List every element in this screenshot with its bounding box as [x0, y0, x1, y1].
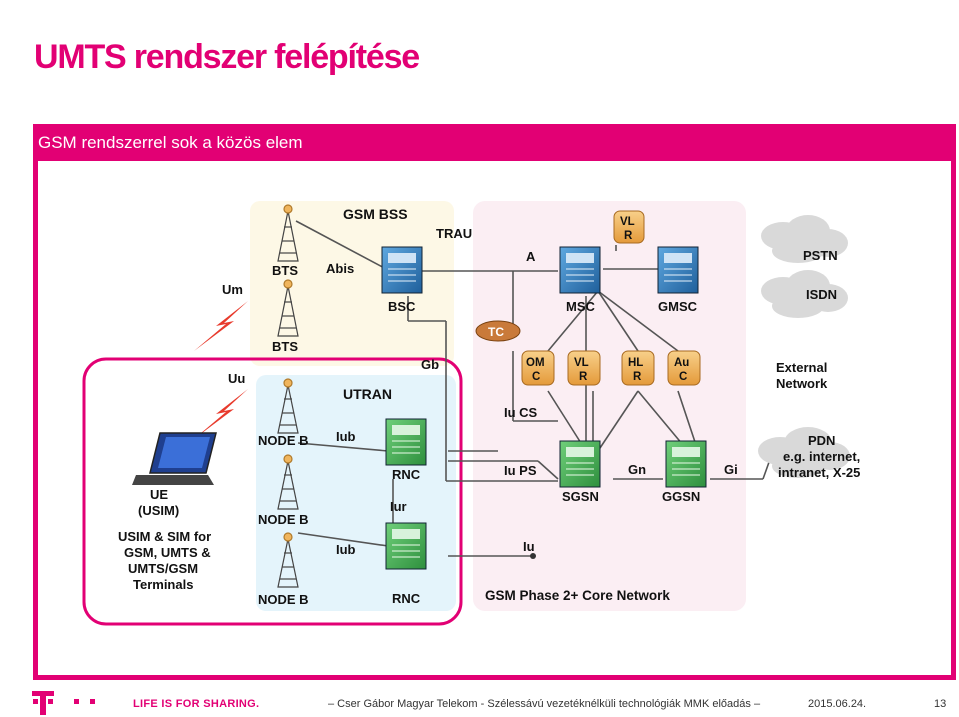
interface-uu: Uu — [228, 371, 245, 386]
vlr-top-label-2: R — [624, 230, 633, 242]
interface-a: A — [526, 249, 536, 264]
hlr-label-2: R — [633, 371, 642, 383]
pdn-label-3: intranet, X-25 — [778, 465, 860, 480]
pstn-isdn-cloud — [761, 215, 848, 318]
panel-header: GSM rendszerrel sok a közös elem — [38, 133, 303, 152]
rnc-label-1: RNC — [392, 467, 421, 482]
tc-label: TC — [488, 325, 504, 339]
rnc-node-2 — [385, 522, 427, 570]
interface-iu-ps: Iu PS — [504, 463, 537, 478]
node-b-label-3: NODE B — [258, 592, 309, 607]
ue-label-1: UE — [150, 487, 168, 502]
core-network-region — [473, 201, 746, 611]
laptop-icon — [132, 432, 217, 485]
iu-junction-dot — [530, 553, 536, 559]
node-b-tower-1 — [277, 378, 299, 434]
sgsn-node — [559, 440, 601, 488]
node-b-tower-3 — [277, 532, 299, 588]
auc-label-1: Au — [674, 357, 689, 369]
page-title: UMTS rendszer felépítése — [34, 38, 420, 76]
interface-gi: Gi — [724, 462, 738, 477]
um-lightning-icon — [194, 301, 248, 351]
vlr-top-label-1: VL — [620, 216, 635, 228]
terminals-label-2: GSM, UMTS & — [124, 545, 211, 560]
gsm-bss-label: GSM BSS — [343, 206, 408, 222]
terminals-label-3: UMTS/GSM — [128, 561, 198, 576]
bts-tower-1 — [277, 204, 299, 262]
msc-node — [559, 246, 601, 294]
ue-label-2: (USIM) — [138, 503, 179, 518]
auc-label-2: C — [679, 371, 687, 383]
sgsn-label: SGSN — [562, 489, 599, 504]
pdn-label-2: e.g. internet, — [783, 449, 860, 464]
footer-slogan: LIFE IS FOR SHARING. — [133, 698, 260, 710]
vlr-label-1: VL — [574, 357, 589, 369]
auc-db — [667, 350, 701, 386]
msc-label: MSC — [566, 299, 596, 314]
terminals-label-1: USIM & SIM for — [118, 529, 211, 544]
interface-abis: Abis — [326, 261, 354, 276]
external-network-label-2: Network — [776, 376, 828, 391]
gmsc-node — [657, 246, 699, 294]
vlr-top-db — [613, 210, 645, 244]
bts-label-2: BTS — [272, 339, 298, 354]
umts-architecture-diagram: GSM BSS UTRAN GSM Phase 2+ Core Network … — [82, 201, 860, 626]
rnc-label-2: RNC — [392, 591, 421, 606]
telekom-logo-icon — [32, 691, 95, 715]
panel-body: GSM BSS UTRAN GSM Phase 2+ Core Network … — [38, 161, 951, 675]
core-network-label: GSM Phase 2+ Core Network — [485, 588, 670, 603]
node-b-tower-2 — [277, 454, 299, 510]
interface-iu: Iu — [523, 539, 535, 554]
ggsn-label: GGSN — [662, 489, 700, 504]
pstn-label: PSTN — [803, 248, 838, 263]
isdn-label: ISDN — [806, 287, 837, 302]
interface-iur: Iur — [390, 499, 407, 514]
footer-presentation-info: – Cser Gábor Magyar Telekom - Szélessávú… — [328, 698, 761, 710]
omc-db — [521, 350, 555, 386]
node-b-label-2: NODE B — [258, 512, 309, 527]
hlr-label-1: HL — [628, 357, 643, 369]
hlr-db — [621, 350, 655, 386]
interface-iub-1: Iub — [336, 429, 356, 444]
bsc-node — [381, 246, 423, 294]
omc-label-1: OM — [526, 357, 545, 369]
ue-highlight-frame — [82, 357, 463, 626]
vlr-label-2: R — [579, 371, 588, 383]
vlr-db — [567, 350, 601, 386]
ggsn-node — [665, 440, 707, 488]
terminals-label-4: Terminals — [133, 577, 193, 592]
content-panel: GSM rendszerrel sok a közös elem — [33, 124, 956, 680]
utran-region — [256, 375, 456, 611]
interface-iu-cs: Iu CS — [504, 405, 538, 420]
footer-date: 2015.06.24. — [808, 698, 867, 710]
interface-iub-2: Iub — [336, 542, 356, 557]
interface-gn: Gn — [628, 462, 646, 477]
rnc-node-1 — [385, 418, 427, 466]
bts-tower-2 — [277, 279, 299, 337]
gsm-bss-region — [250, 201, 454, 366]
bsc-label: BSC — [388, 299, 416, 314]
gmsc-label: GMSC — [658, 299, 698, 314]
omc-label-2: C — [532, 371, 540, 383]
bts-label-1: BTS — [272, 263, 298, 278]
interface-gb: Gb — [421, 357, 439, 372]
footer-page-number: 13 — [934, 698, 947, 710]
interface-um: Um — [222, 282, 243, 297]
uu-lightning-icon — [194, 389, 248, 439]
tc-node — [475, 320, 521, 342]
pdn-label-1: PDN — [808, 433, 835, 448]
pdn-cloud — [758, 427, 850, 478]
node-b-label-1: NODE B — [258, 433, 309, 448]
utran-label: UTRAN — [343, 386, 392, 402]
interface-trau: TRAU — [436, 226, 472, 241]
external-network-label-1: External — [776, 360, 827, 375]
footer: LIFE IS FOR SHARING. – Cser Gábor Magyar… — [0, 684, 959, 717]
